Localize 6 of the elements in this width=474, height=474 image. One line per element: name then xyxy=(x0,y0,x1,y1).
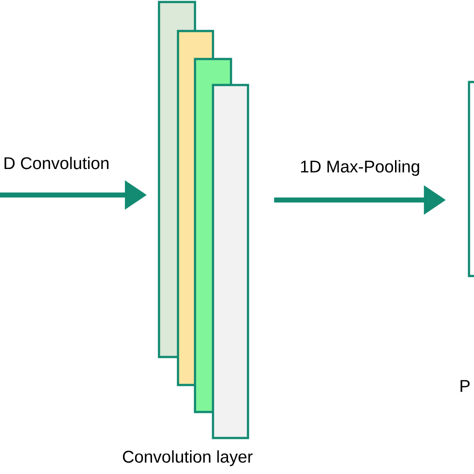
layer-bar xyxy=(468,80,474,278)
edge-label: D Convolution xyxy=(4,156,108,170)
layer-bar xyxy=(212,84,250,440)
layer-caption: Convolution layer xyxy=(122,450,253,466)
edge-label: 1D Max-Pooling xyxy=(301,160,420,176)
cut-label: P xyxy=(460,380,470,392)
